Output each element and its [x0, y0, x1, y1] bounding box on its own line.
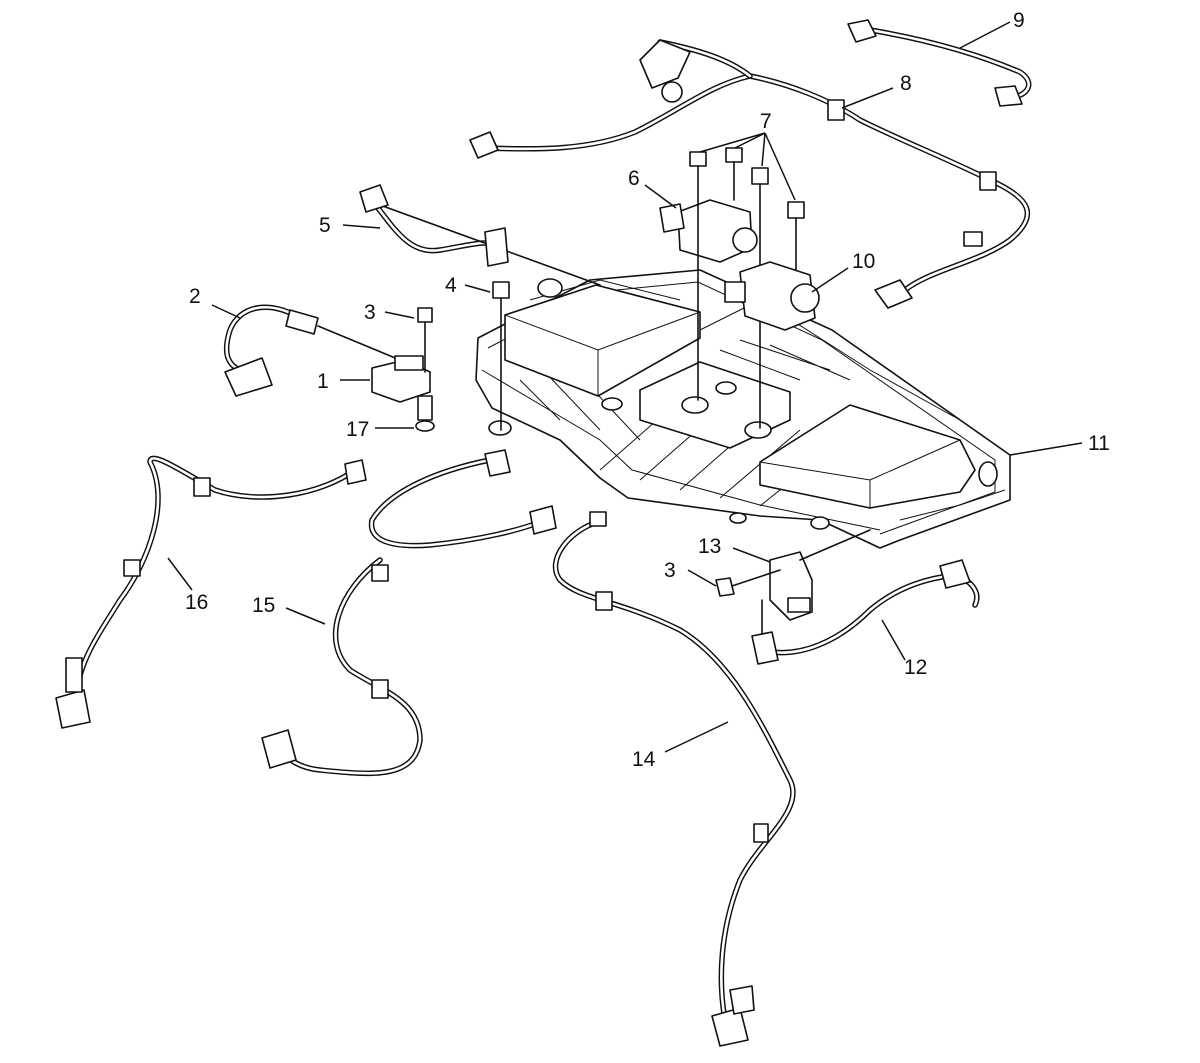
callout-11: 11 — [1088, 432, 1110, 455]
callout-3-lower: 3 — [664, 559, 676, 582]
hose-assembly-15 — [261, 449, 557, 777]
hose-assembly-16 — [55, 455, 367, 729]
callout-9: 9 — [1013, 9, 1025, 32]
callout-6: 6 — [628, 167, 640, 190]
callout-4: 4 — [445, 274, 457, 297]
callout-12: 12 — [904, 656, 927, 679]
solenoid-6 — [659, 199, 758, 263]
callout-3-upper: 3 — [364, 301, 376, 324]
callout-14: 14 — [632, 748, 656, 771]
bolt-3-lower — [715, 569, 781, 597]
callout-16: 16 — [185, 591, 208, 614]
callout-1: 1 — [317, 370, 329, 393]
callout-7: 7 — [760, 110, 772, 133]
callout-13: 13 — [698, 535, 721, 558]
bolts-7 — [689, 147, 805, 429]
callout-17: 17 — [346, 418, 369, 441]
hose-assembly-2 — [223, 304, 401, 397]
sensor-1 — [371, 355, 433, 421]
callout-labels: 1 2 3 3 4 5 6 7 8 9 10 11 12 13 14 15 16… — [185, 9, 1110, 771]
callout-15: 15 — [252, 594, 275, 617]
callout-5: 5 — [319, 214, 331, 237]
bolt-4 — [492, 281, 510, 431]
nut-17 — [415, 420, 435, 432]
callout-2: 2 — [189, 285, 201, 308]
solenoid-10 — [724, 261, 820, 331]
hose-assembly-14 — [552, 511, 796, 1047]
sensor-13 — [769, 529, 871, 621]
mounting-tray — [475, 269, 1011, 549]
callout-10: 10 — [852, 250, 875, 273]
hose-assembly-12 — [751, 559, 980, 665]
hose-assembly-5 — [359, 184, 601, 286]
callout-8: 8 — [900, 72, 912, 95]
bolt-3-upper — [417, 307, 433, 373]
hose-assembly-9 — [847, 19, 1032, 107]
hose-assembly-8 — [469, 39, 1031, 309]
leader-lines — [167, 21, 1083, 753]
